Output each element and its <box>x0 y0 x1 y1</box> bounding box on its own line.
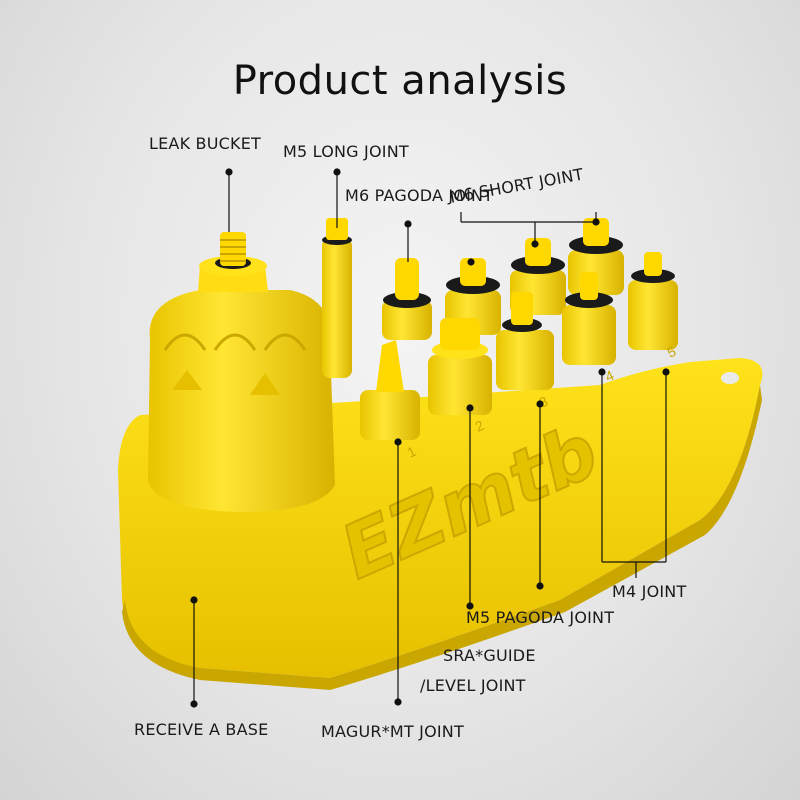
label-sra-guide: SRA*GUIDE <box>443 646 536 665</box>
hanging-hole <box>721 372 739 384</box>
label-level-joint: /LEVEL JOINT <box>420 676 526 695</box>
m5-long-joint-part <box>322 218 352 378</box>
page-title: Product analysis <box>232 58 568 104</box>
m6-pagoda-part <box>382 258 432 340</box>
callout-lines <box>190 168 670 708</box>
leak-bucket <box>148 232 335 512</box>
label-m5-long-joint: M5 LONG JOINT <box>283 142 409 161</box>
sra-guide-part <box>428 318 492 415</box>
label-receive-base: RECEIVE A BASE <box>134 720 269 739</box>
label-m5-pagoda-joint: M5 PAGODA JOINT <box>466 608 615 627</box>
m4-part-1 <box>628 252 678 350</box>
magura-mt-part <box>360 340 420 440</box>
label-leak-bucket: LEAK BUCKET <box>149 134 261 153</box>
m4-part-2 <box>562 272 616 365</box>
joint-array: 1 2 3 4 5 <box>360 218 679 461</box>
label-m6-pagoda-joint: M6 PAGODA JOINT <box>345 186 494 205</box>
label-magura-mt-joint: MAGUR*MT JOINT <box>321 722 464 741</box>
label-m4-joint: M4 JOINT <box>612 582 687 601</box>
m5-pagoda-part <box>496 292 554 390</box>
